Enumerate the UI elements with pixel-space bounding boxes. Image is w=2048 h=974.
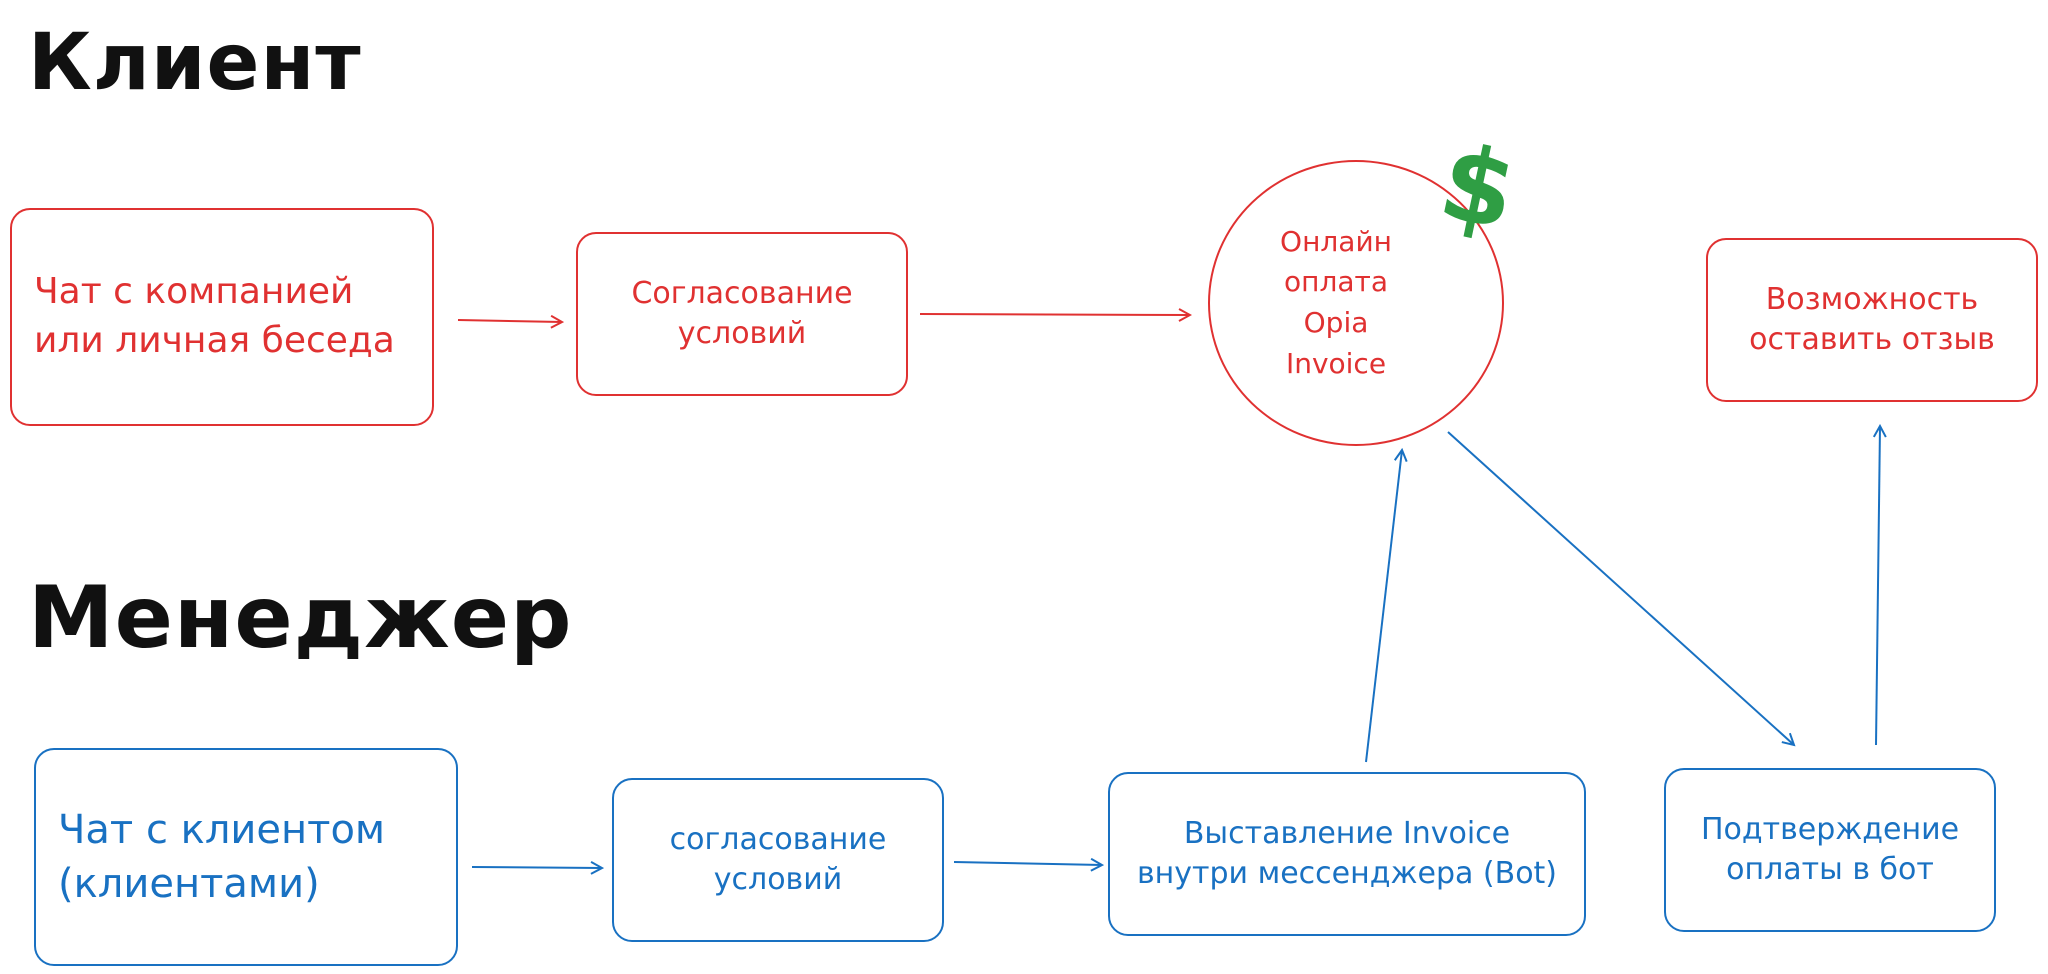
client-chat-box: Чат с компанией или личная беседа [10,208,434,426]
review-label: Возможность оставить отзыв [1749,281,1995,358]
review-box: Возможность оставить отзыв [1706,238,2038,402]
client-agree-label: Согласование условий [631,275,853,352]
manager-agree-label: согласование условий [669,821,887,898]
manager-lane-title: Менеджер [28,568,573,668]
manager-chat-box: Чат с клиентом (клиентами) [34,748,458,966]
arrow-agree-to-payment-client [919,314,1190,315]
confirm-label: Подтверждение оплаты в бот [1700,811,1960,888]
arrow-confirm-to-review [1876,426,1880,746]
arrow-agree-to-invoice-manager [953,862,1102,865]
arrow-chat-to-agree-client [457,320,562,322]
client-lane-title: Клиент [28,18,362,108]
payment-label: Онлайн оплата Opia Invoice [1280,224,1392,380]
payment-circle: Онлайн оплата Opia Invoice [1208,160,1504,446]
arrow-invoice-to-payment [1365,450,1402,763]
invoice-label: Выставление Invoice внутри мессенджера (… [1136,815,1558,892]
manager-chat-label: Чат с клиентом (клиентами) [58,807,386,907]
arrow-payment-to-confirm [1447,431,1794,745]
arrow-chat-to-agree-manager [471,867,602,868]
confirm-box: Подтверждение оплаты в бот [1664,768,1996,932]
client-chat-label: Чат с компанией или личная беседа [34,271,395,361]
client-agree-box: Согласование условий [576,232,908,396]
manager-agree-box: согласование условий [612,778,944,942]
invoice-box: Выставление Invoice внутри мессенджера (… [1108,772,1586,936]
